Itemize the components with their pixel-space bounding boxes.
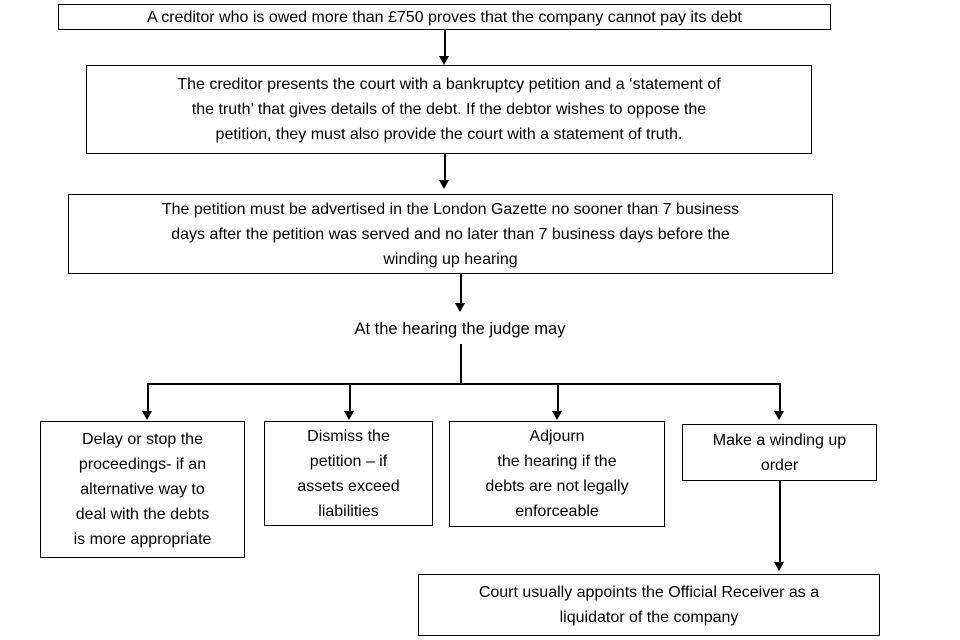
node-winding-up-order-text: Make a winding up order — [689, 428, 870, 478]
node-advertise-london-gazette-text: The petition must be advertised in the L… — [75, 197, 826, 272]
node-official-receiver-text: Court usually appoints the Official Rece… — [425, 580, 873, 630]
line-1: Dismiss the — [307, 427, 390, 445]
branch-2-line — [349, 383, 351, 412]
line-2: proceedings- if an — [78, 456, 207, 473]
line-3: petition, they must also provide the cou… — [215, 126, 683, 143]
line-1: The creditor presents the court with a b… — [177, 76, 721, 93]
branch-3-line — [557, 383, 559, 412]
branch-3-arrowhead — [552, 411, 562, 420]
line-1: Make a winding up — [712, 431, 847, 449]
node-creditor-presents-court: The creditor presents the court with a b… — [86, 65, 812, 154]
node-dismiss-petition-text: Dismiss the petition – if assets exceed … — [271, 424, 426, 524]
line-2: days after the petition was served and n… — [171, 225, 730, 243]
line-4: deal with the debts — [75, 506, 210, 523]
node-creditor-owed-text: A creditor who is owed more than £750 pr… — [146, 8, 742, 26]
line-2: petition – if — [309, 452, 388, 470]
line-2: liquidator of the company — [559, 609, 739, 626]
node-creditor-presents-court-text: The creditor presents the court with a b… — [93, 72, 805, 147]
node-delay-or-stop-text: Delay or stop the proceedings- if an alt… — [47, 427, 238, 552]
connector-2-line — [444, 154, 446, 180]
line-3: alternative way to — [80, 481, 205, 498]
line-1: Adjourn — [529, 428, 585, 445]
connector-2-arrowhead — [439, 180, 449, 189]
branch-1-arrowhead — [142, 411, 152, 420]
branch-horizontal-bar — [147, 383, 781, 385]
branch-stem — [460, 344, 462, 384]
node-adjourn-hearing-text: Adjourn the hearing if the debts are not… — [456, 424, 658, 524]
line-2: the hearing if the — [497, 453, 617, 470]
connector-4-line — [779, 481, 781, 563]
connector-1-line — [444, 30, 446, 56]
line-1: Court usually appoints the Official Rece… — [478, 584, 820, 601]
line-5: is more appropriate — [73, 531, 212, 548]
branch-2-arrowhead — [344, 411, 354, 420]
node-delay-or-stop: Delay or stop the proceedings- if an alt… — [40, 421, 245, 558]
line-2: the truth’ that gives details of the deb… — [191, 101, 707, 118]
label-at-the-hearing-text: At the hearing the judge may — [354, 320, 566, 338]
line-1: The petition must be advertised in the L… — [161, 200, 740, 218]
line-4: liabilities — [318, 502, 379, 520]
connector-3-arrowhead — [455, 303, 465, 312]
node-winding-up-order: Make a winding up order — [682, 424, 877, 481]
label-at-the-hearing: At the hearing the judge may — [344, 318, 576, 340]
node-adjourn-hearing: Adjourn the hearing if the debts are not… — [449, 421, 665, 527]
line-3: debts are not legally — [485, 478, 629, 495]
node-advertise-london-gazette: The petition must be advertised in the L… — [68, 194, 833, 274]
line-4: enforceable — [515, 503, 599, 520]
line-2: order — [760, 456, 799, 474]
connector-1-arrowhead — [439, 56, 449, 65]
branch-4-line — [779, 383, 781, 412]
node-creditor-owed: A creditor who is owed more than £750 pr… — [58, 4, 831, 30]
connector-4-arrowhead — [774, 562, 784, 571]
connector-3-line — [460, 274, 462, 303]
branch-1-line — [147, 383, 149, 412]
node-dismiss-petition: Dismiss the petition – if assets exceed … — [264, 421, 433, 526]
branch-4-arrowhead — [774, 411, 784, 420]
line-3: assets exceed — [297, 477, 400, 495]
line-1: Delay or stop the — [82, 431, 203, 448]
line-3: winding up hearing — [383, 250, 518, 268]
node-official-receiver: Court usually appoints the Official Rece… — [418, 574, 880, 636]
